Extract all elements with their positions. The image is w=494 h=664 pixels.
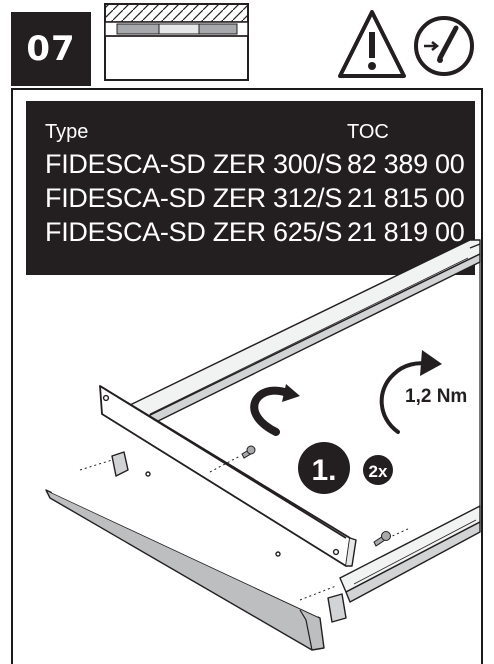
- table-row: FIDESCA-SD ZER 312/S 21 815 00: [45, 181, 475, 215]
- type-cell: FIDESCA-SD ZER 625/S: [45, 216, 343, 247]
- type-cell: FIDESCA-SD ZER 312/S: [45, 182, 343, 213]
- type-cell: FIDESCA-SD ZER 300/S: [45, 148, 343, 179]
- screw-icon: [241, 445, 256, 459]
- toc-cell: 82 389 00: [347, 148, 465, 179]
- guide-lines: [79, 455, 411, 601]
- rotate-clockwise-icon: [250, 384, 300, 436]
- table-row: FIDESCA-SD ZER 300/S 82 389 00: [45, 147, 475, 181]
- page-frame-top: [11, 88, 483, 90]
- quantity-badge: 2x: [363, 455, 393, 485]
- step-number-label: 07: [26, 29, 76, 69]
- step-number: 07: [11, 12, 91, 86]
- step-marker-label: 1.: [311, 454, 336, 487]
- torque-indicator: 1,2 Nm: [379, 350, 467, 434]
- torque-value: 1,2 Nm: [405, 386, 467, 407]
- column-header-toc: TOC: [347, 120, 389, 143]
- screw-icon: [373, 531, 391, 547]
- page-frame-right: [481, 88, 483, 664]
- warning-icon: [338, 10, 406, 78]
- column-header-type: Type: [45, 120, 89, 143]
- power-switch-off-icon: [414, 16, 474, 76]
- toc-cell: 21 819 00: [347, 216, 465, 247]
- table-row: FIDESCA-SD ZER 625/S 21 819 00: [45, 215, 475, 249]
- spec-table-header: Type TOC: [45, 117, 475, 147]
- quantity-label: 2x: [369, 462, 388, 481]
- warning-power-off-icons: [338, 10, 474, 78]
- page-frame-left: [11, 88, 13, 664]
- step-marker: 1.: [298, 442, 350, 494]
- toc-cell: 21 815 00: [347, 182, 465, 213]
- end-cap-profile: [45, 489, 325, 651]
- ceiling-thumbnail-icon: [104, 3, 249, 81]
- luminaire-housing: [99, 239, 481, 623]
- spec-table: Type TOC FIDESCA-SD ZER 300/S 82 389 00 …: [26, 101, 475, 275]
